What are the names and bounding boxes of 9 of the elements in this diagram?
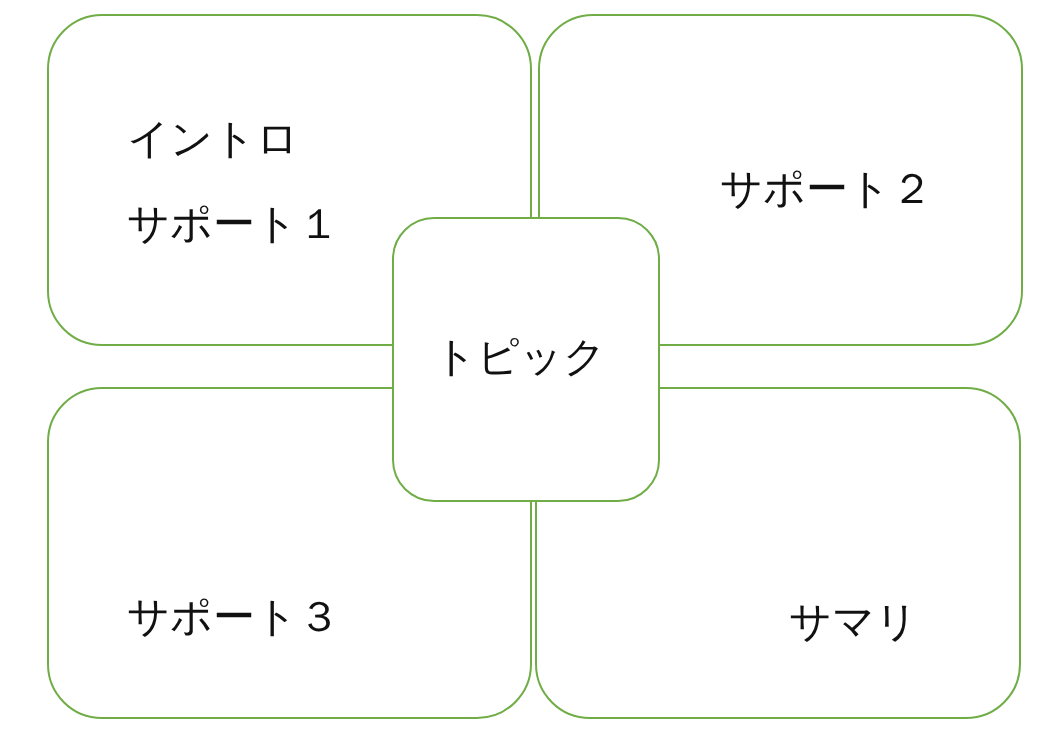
box-label: サポート１: [127, 201, 340, 248]
box-label: イントロ: [127, 116, 299, 163]
rounded-box: [535, 387, 1021, 719]
rounded-box: [392, 217, 660, 502]
box-label: サポート２: [720, 166, 933, 213]
box-label: トピック: [434, 334, 606, 381]
rounded-box: [47, 387, 532, 719]
box-label: サマリ: [789, 599, 918, 646]
box-label: サポート３: [127, 594, 340, 641]
